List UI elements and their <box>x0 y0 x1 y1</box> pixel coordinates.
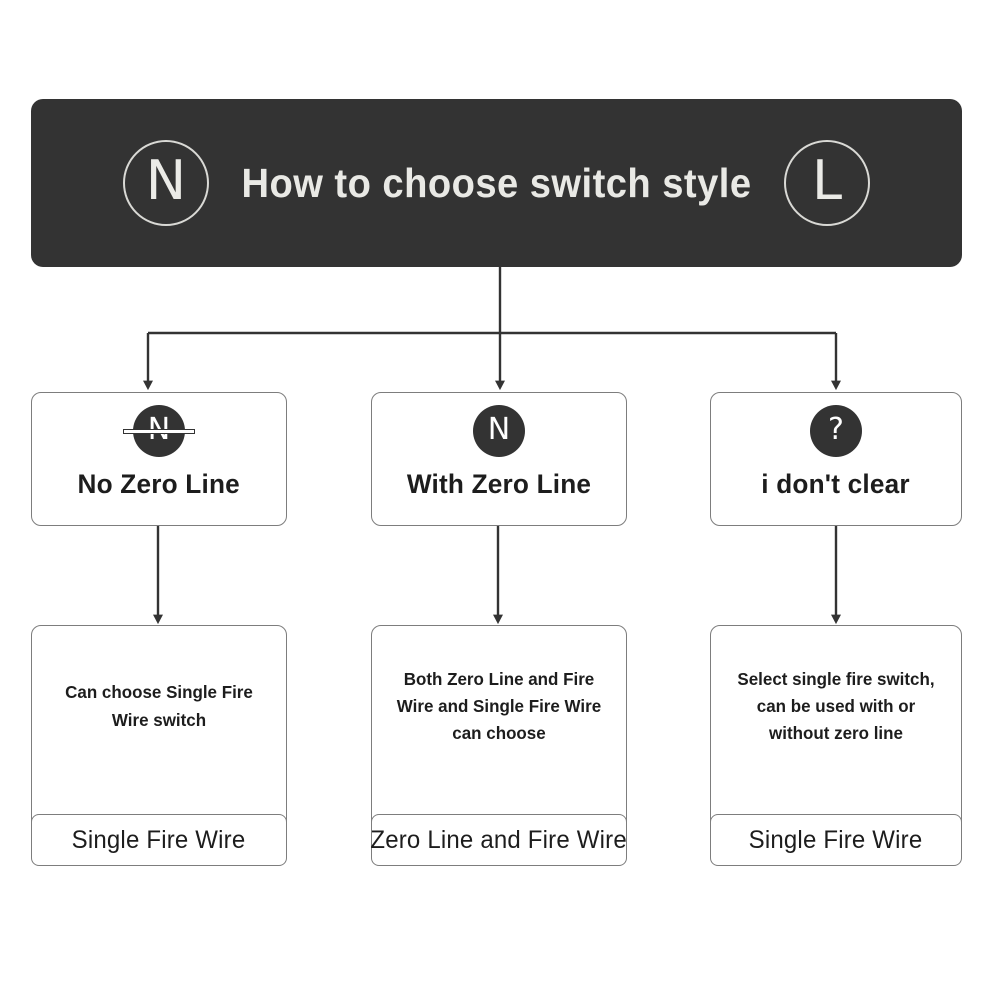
outcome-card-unsure: Select single fire switch, can be used w… <box>710 625 962 840</box>
n-wire-icon: N <box>473 405 525 457</box>
outcome-description: Can choose Single Fire Wire switch <box>65 682 253 730</box>
outcome-footer-label: Single Fire Wire <box>749 825 923 854</box>
outcome-description: Both Zero Line and Fire Wire and Single … <box>396 668 602 744</box>
choice-card-no-zero-line[interactable]: N No Zero Line <box>31 392 287 526</box>
outcome-footer-label: Single Fire Wire <box>72 825 246 854</box>
n-wire-struck-icon: N <box>124 405 194 457</box>
choice-label: No Zero Line <box>77 469 241 499</box>
choice-label: With Zero Line <box>406 469 592 499</box>
outcome-card-no-zero-line: Can choose Single Fire Wire switch <box>31 625 287 840</box>
choice-card-unsure[interactable]: ? i don't clear <box>710 392 962 526</box>
page-title: How to choose switch style <box>241 159 752 206</box>
neutral-terminal-label: N <box>145 149 187 212</box>
outcome-footer-no-zero-line[interactable]: Single Fire Wire <box>31 814 287 866</box>
badge-glyph: N <box>147 412 171 447</box>
connector-header-trunk <box>148 267 836 335</box>
header-content: N How to choose switch style L <box>31 140 962 226</box>
outcome-description: Select single fire switch, can be used w… <box>737 668 935 744</box>
badge-glyph: N <box>487 412 511 447</box>
question-mark-icon: ? <box>810 405 862 457</box>
outcome-footer-label: Zero Line and Fire Wire <box>370 825 628 854</box>
outcome-footer-with-zero-line[interactable]: Zero Line and Fire Wire <box>371 814 627 866</box>
live-terminal-icon: L <box>784 140 870 226</box>
choice-card-with-zero-line[interactable]: N With Zero Line <box>371 392 627 526</box>
outcome-footer-unsure[interactable]: Single Fire Wire <box>710 814 962 866</box>
neutral-terminal-icon: N <box>123 140 209 226</box>
badge-glyph: ? <box>828 412 844 447</box>
live-terminal-label: L <box>811 149 843 212</box>
outcome-card-with-zero-line: Both Zero Line and Fire Wire and Single … <box>371 625 627 840</box>
choice-label: i don't clear <box>761 469 911 499</box>
header-banner: N How to choose switch style L <box>31 99 962 267</box>
